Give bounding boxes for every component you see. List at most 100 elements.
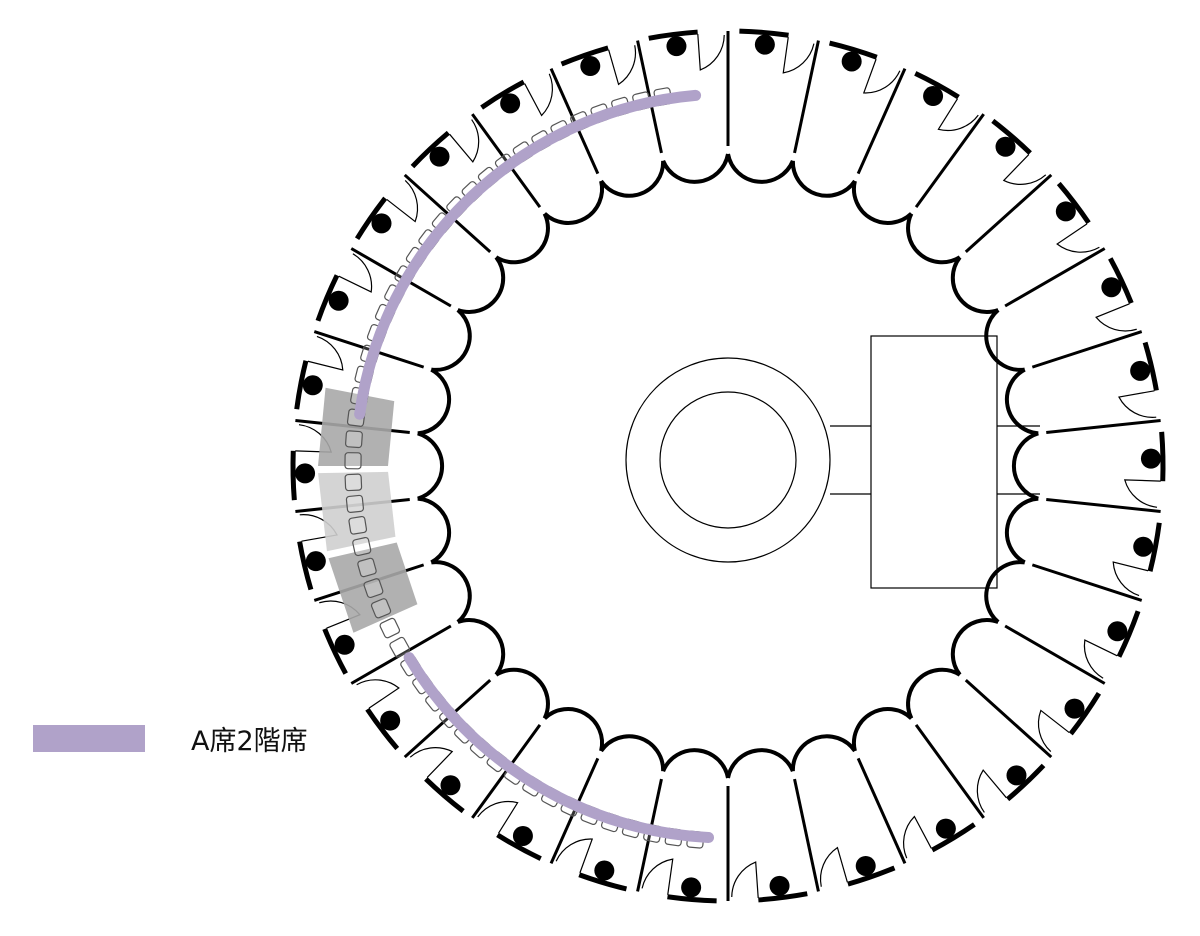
- inner-scallop-wall: [543, 707, 605, 752]
- inner-scallop-wall: [495, 667, 550, 720]
- inner-scallop-wall: [790, 734, 857, 772]
- door: [697, 34, 725, 71]
- column: [440, 775, 461, 796]
- column: [1133, 536, 1154, 557]
- door: [1056, 223, 1100, 253]
- seat: [370, 598, 392, 619]
- column: [1107, 621, 1128, 642]
- partition-wall: [793, 40, 820, 154]
- column: [334, 634, 355, 655]
- door: [1123, 479, 1161, 508]
- outer-wall: [931, 822, 976, 853]
- door: [386, 179, 419, 223]
- legend: A席2階席: [33, 719, 308, 758]
- column: [594, 860, 615, 881]
- inner-scallop-wall: [851, 180, 913, 225]
- door: [449, 119, 480, 163]
- outer-wall: [315, 274, 340, 322]
- outer-wall: [667, 894, 717, 904]
- outer-wall: [1159, 431, 1166, 482]
- column: [855, 855, 876, 876]
- inner-scallop-wall: [599, 160, 666, 198]
- inner-scallop-wall: [950, 618, 999, 676]
- partition-wall: [964, 679, 1053, 759]
- column: [328, 290, 349, 311]
- inner-scallop-wall: [1004, 496, 1039, 565]
- seat: [345, 494, 364, 513]
- inner-scallop-wall: [431, 560, 472, 624]
- seats: [344, 87, 705, 849]
- outer-wall: [739, 28, 789, 38]
- outer-wall: [1108, 257, 1134, 304]
- inner-scallop-wall: [457, 256, 506, 314]
- highlight-arc: [403, 652, 715, 843]
- inner-scallop-wall: [417, 431, 445, 501]
- door: [1095, 303, 1137, 332]
- partition-wall: [1046, 497, 1161, 513]
- highlight-arc: [354, 89, 702, 420]
- partition-wall: [1004, 247, 1106, 308]
- column: [1140, 448, 1161, 469]
- column: [512, 825, 533, 846]
- outer-wall: [294, 360, 309, 410]
- door: [641, 858, 674, 895]
- outer-wall: [991, 118, 1032, 155]
- partition-wall: [1031, 330, 1143, 369]
- column: [305, 551, 326, 572]
- outer-wall: [290, 450, 297, 501]
- stage-area: [625, 335, 1040, 589]
- inner-scallop-wall: [906, 212, 961, 265]
- door: [1083, 639, 1118, 679]
- seat: [345, 430, 363, 449]
- column: [1101, 277, 1122, 298]
- door: [608, 45, 636, 86]
- door: [524, 73, 554, 117]
- seat: [357, 557, 377, 578]
- inner-scallop-wall: [431, 308, 472, 372]
- partition-wall: [914, 113, 985, 208]
- partition-wall: [1031, 563, 1143, 602]
- seat: [352, 536, 372, 557]
- door: [1118, 390, 1157, 418]
- outer-wall: [914, 71, 960, 100]
- column: [302, 375, 323, 396]
- column: [681, 877, 702, 898]
- outer-wall: [1056, 181, 1091, 225]
- inner-scallop-wall: [661, 748, 730, 779]
- column: [923, 86, 944, 107]
- inner-scallop-wall: [851, 707, 913, 752]
- inner-scallop-wall: [417, 496, 452, 565]
- door: [862, 58, 901, 94]
- legend-swatch: [33, 725, 145, 752]
- door: [1037, 709, 1070, 753]
- column: [1064, 698, 1085, 719]
- column: [580, 56, 601, 77]
- inner-scallop-wall: [417, 367, 452, 436]
- door: [731, 861, 759, 898]
- seat: [363, 578, 384, 599]
- door: [976, 769, 1007, 813]
- column: [666, 36, 687, 57]
- door: [338, 253, 373, 293]
- inner-scallop-wall: [984, 560, 1025, 624]
- outer-wall: [1142, 341, 1159, 391]
- partition-wall: [350, 624, 452, 685]
- door: [356, 679, 400, 709]
- inner-scallop-wall: [790, 160, 857, 198]
- partition-wall: [793, 778, 820, 892]
- column: [935, 818, 956, 839]
- outer-wall: [1147, 522, 1162, 572]
- outer-wall: [297, 541, 314, 591]
- outer-wall: [847, 865, 896, 887]
- column: [1130, 360, 1151, 381]
- seat-block: [318, 387, 395, 466]
- door: [555, 838, 594, 874]
- door: [902, 815, 932, 859]
- inner-scallop-wall: [599, 734, 666, 772]
- seat-block: [328, 542, 418, 633]
- inner-scallop-wall: [495, 212, 550, 265]
- outer-wall: [354, 196, 388, 241]
- door: [820, 846, 848, 887]
- column: [754, 34, 775, 55]
